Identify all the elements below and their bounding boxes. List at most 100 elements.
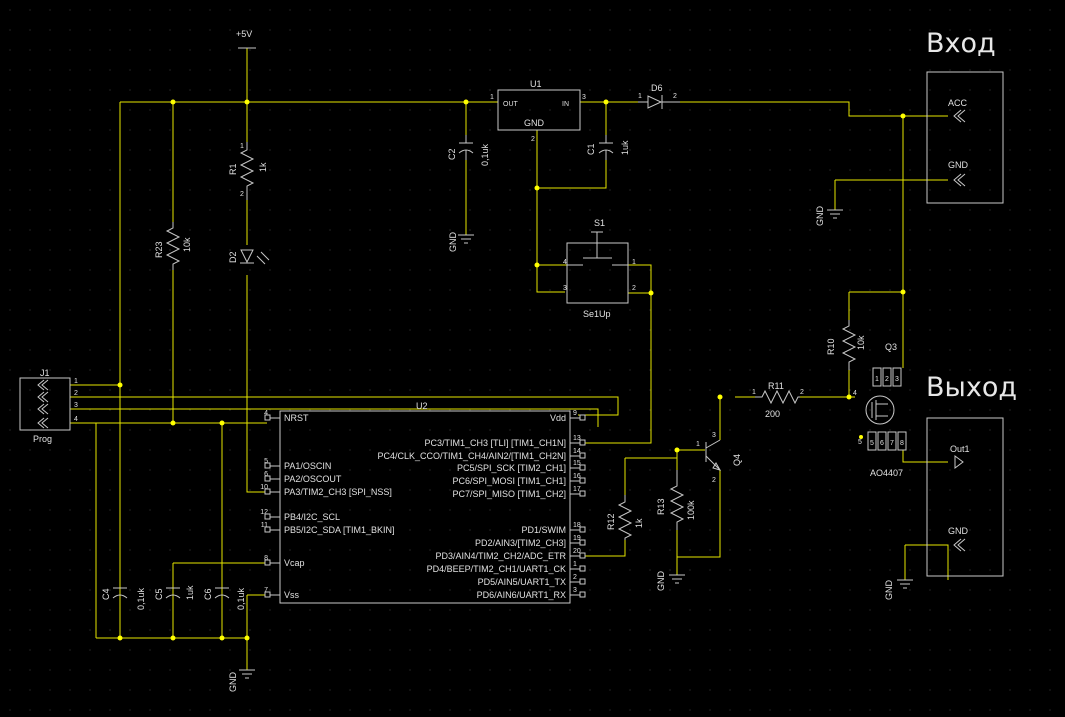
supply-label: +5V (236, 29, 252, 39)
r23-ref: R23 (154, 241, 164, 258)
mosfet-q3[interactable]: Q3 1 2 3 5 6 7 8 5 4 AO4407 (853, 342, 907, 478)
resistor-r11[interactable]: R11 200 1 2 (752, 381, 804, 419)
supply-5v[interactable]: +5V (236, 29, 256, 49)
u1-in-label: IN (562, 101, 569, 108)
resistor-r13[interactable]: R13 100k (656, 470, 696, 530)
resistor-r1[interactable]: 1 2 R1 1k (228, 142, 268, 200)
regulator-u1[interactable]: U1 OUT IN GND 1 3 2 (490, 79, 586, 143)
input-gnd-label: GND (948, 160, 969, 170)
u2-pin-name: Vcap (284, 558, 305, 568)
connector-j1[interactable]: J1 Prog 1 2 3 4 (19, 368, 78, 444)
capacitor-c4[interactable]: C4 0,1uk (101, 587, 146, 610)
ground-symbol-main: GND (228, 669, 255, 692)
u2-pin-number: 16 (573, 473, 581, 480)
u2-pin-number: 6 (264, 471, 268, 478)
u2-left-pin: 4 NRST (264, 410, 309, 423)
r10-value: 10k (856, 335, 866, 350)
u2-pin-name: PB4/I2C_SCL (284, 512, 340, 522)
capacitor-c6[interactable]: C6 0,1uk (203, 587, 246, 610)
input-heading: Вход (926, 28, 996, 59)
u2-pin-number: 19 (573, 535, 581, 542)
capacitor-c2[interactable]: C2 0,1uk (447, 135, 490, 166)
u2-pin-number: 4 (264, 410, 268, 417)
c6-value: 0,1uk (236, 587, 246, 610)
r11-pin2: 2 (800, 389, 804, 396)
d6-pin2: 2 (673, 93, 677, 100)
r1-value: 1k (258, 162, 268, 172)
u2-pin-name: PA2/OSCOUT (284, 474, 342, 484)
j1-ref: J1 (40, 368, 50, 378)
u2-pin-number: 14 (573, 448, 581, 455)
u2-pin-name: PC5/SPI_SCK [TIM2_CH1] (457, 463, 566, 473)
d6-pin1: 1 (638, 93, 642, 100)
output-heading: Выход (926, 372, 1017, 403)
u2-left-pin: 10 PA3/TIM2_CH3 [SPI_NSS] (260, 484, 392, 497)
u2-left-pin: 6 PA2/OSCOUT (264, 471, 342, 484)
j1-name: Prog (33, 434, 52, 444)
u2-pin-number: 8 (264, 555, 268, 562)
input-acc-label: ACC (948, 98, 968, 108)
u2-ref: U2 (416, 401, 428, 411)
input-connector-block[interactable]: Вход ACC GND (926, 28, 1004, 204)
u2-pin-name: PA3/TIM2_CH3 [SPI_NSS] (284, 487, 392, 497)
diode-d6[interactable]: D6 1 2 (638, 83, 680, 109)
j1-pin4: 4 (74, 416, 78, 423)
capacitor-c5[interactable]: C5 1uk (154, 585, 195, 600)
r12-value: 1k (634, 518, 644, 528)
q3-part: AO4407 (870, 468, 903, 478)
q3-pin6: 6 (880, 440, 884, 447)
u1-pin-in: 3 (582, 94, 586, 101)
resistor-r12[interactable]: R12 1k (606, 495, 644, 540)
u2-pin-number: 7 (264, 587, 268, 594)
u2-pin-number: 10 (260, 484, 268, 491)
c4-value: 0,1uk (136, 587, 146, 610)
c1-ref: C1 (586, 143, 596, 155)
switch-s1[interactable]: S1 Se1Up 4 1 3 2 (563, 218, 636, 319)
d2-ref: D2 (228, 251, 238, 263)
transistor-q4[interactable]: Q4 3 1 2 (696, 432, 742, 484)
output-connector-block[interactable]: Выход Out1 GND (926, 372, 1017, 577)
capacitor-c1[interactable]: C1 1uk (586, 135, 630, 160)
s1-ref: S1 (594, 218, 605, 228)
q3-pin1: 1 (875, 376, 879, 383)
u2-pin-number: 15 (573, 460, 581, 467)
resistor-r10[interactable]: R10 10k (826, 320, 866, 370)
ground-symbol-q4: GND (656, 571, 685, 591)
ground-symbol-output: GND (884, 545, 913, 600)
r11-value: 200 (765, 409, 780, 419)
q3-pin5: 5 (870, 440, 874, 447)
q4-ref: Q4 (732, 454, 742, 466)
u2-pin-number: 1 (573, 561, 577, 568)
r23-value: 10k (182, 237, 192, 252)
q3-pin8: 8 (900, 440, 904, 447)
resistor-r23[interactable]: R23 10k (154, 222, 192, 270)
c5-value: 1uk (185, 585, 195, 600)
u2-pin-name: NRST (284, 413, 309, 423)
u2-pin-number: 20 (573, 548, 581, 555)
c4-ref: C4 (101, 588, 111, 600)
led-d2[interactable]: D2 (228, 249, 270, 265)
u1-gnd-label: GND (524, 118, 545, 128)
u1-pin-gnd: 2 (531, 136, 535, 143)
q3-ref: Q3 (885, 342, 897, 352)
output-gnd-label: GND (948, 526, 969, 536)
u1-pin-out: 1 (490, 94, 494, 101)
r1-pin2: 2 (240, 191, 244, 198)
r10-ref: R10 (826, 338, 836, 355)
r13-ref: R13 (656, 498, 666, 515)
s1-pin4: 4 (563, 259, 567, 266)
